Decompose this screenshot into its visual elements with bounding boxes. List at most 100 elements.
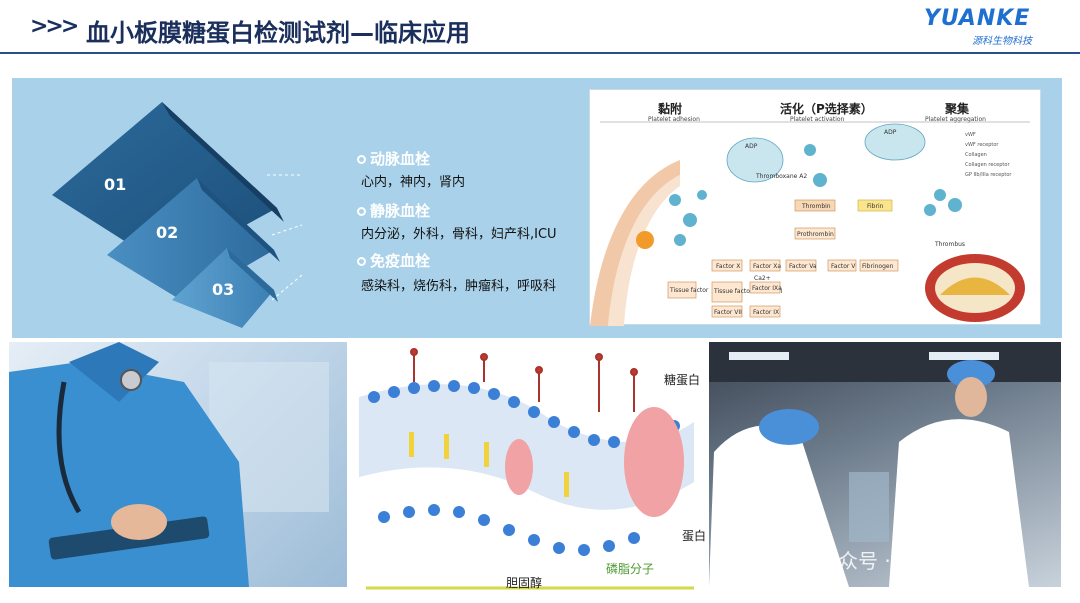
legend-collagen: Collagen — [965, 152, 987, 158]
factor-v-label: Factor V — [831, 263, 856, 270]
researcher-2-cap — [947, 360, 995, 388]
stage-activation-subtitle: Platelet activation — [790, 116, 845, 123]
tissue-factor-box — [667, 281, 697, 299]
factor-vii-box — [711, 305, 743, 318]
thrombin-label: Thrombin — [801, 203, 831, 210]
vessel-intima — [608, 175, 680, 326]
stethoscope — [56, 381, 82, 514]
header-divider — [0, 52, 1080, 54]
watermark-text: 公众号 · 源科生物 — [818, 549, 978, 573]
watermark: 公众号 · 源科生物 — [790, 545, 977, 574]
adp-label-2: ADP — [884, 129, 897, 136]
legend-gp-receptor: GP IIb/IIIa receptor — [965, 172, 1012, 178]
injury-site — [636, 231, 654, 249]
connector-2 — [271, 224, 303, 236]
application-heading-3: 免疫血栓 — [357, 250, 430, 271]
tf-factor-vii-box — [711, 281, 743, 303]
label-phospholipid: 磷脂分子 — [606, 562, 655, 576]
factor-xa-box — [749, 259, 781, 272]
membrane-protein — [624, 407, 684, 517]
stage-adhesion-subtitle: Platelet adhesion — [648, 116, 700, 123]
pyramid-label-02: 02 — [156, 223, 178, 242]
prothrombin-label: Prothrombin — [797, 231, 834, 238]
factor-ix-label: Factor IX — [753, 309, 779, 316]
membrane-protein-small — [505, 439, 533, 495]
diagram-graphics: Thrombin Fibrin Prothrombin Factor X Fac… — [590, 121, 1030, 326]
factor-ixa-label: Factor IXa — [752, 285, 782, 292]
researcher-1-cap — [759, 409, 819, 445]
thrombin-box — [794, 199, 836, 212]
calcium-label: Ca2+ — [754, 275, 771, 282]
factor-va-box — [785, 259, 817, 272]
lab-equipment — [849, 472, 889, 542]
stage-adhesion-title: 黏附 — [658, 102, 683, 116]
researcher-2-face — [955, 377, 987, 417]
connector-3 — [271, 274, 303, 301]
fibrinogen-box — [859, 259, 899, 272]
header: >>> 血小板膜糖蛋白检测试剂—临床应用 YUANKE 源科生物科技 — [0, 0, 1080, 60]
platelet-cluster — [669, 144, 962, 246]
stage-activation-title: 活化（P选择素） — [780, 102, 873, 116]
tf-factor-vii-label: Tissue factor Factor VII — [713, 288, 782, 295]
pyramid-layer-3-edge — [227, 248, 278, 302]
factor-va-label: Factor Va — [789, 263, 817, 270]
thrombus-plaque — [940, 277, 1010, 295]
chevron-icon: >>> — [30, 14, 79, 39]
pyramid-layer-1-edge — [162, 102, 284, 222]
factor-ix-box — [749, 305, 781, 318]
legend-vwf: vWF — [965, 132, 976, 138]
doctor-photo — [9, 342, 347, 587]
logo-text: YUANKE — [924, 6, 1031, 31]
adp-label: ADP — [745, 143, 758, 150]
application-heading-text: 免疫血栓 — [370, 252, 431, 270]
stage-aggregation-title: 聚集 — [945, 102, 970, 116]
factor-v-box — [827, 259, 857, 272]
pyramid-graphic: 01 02 03 — [52, 102, 303, 328]
lab-illustration — [709, 342, 1061, 587]
fibrin-label: Fibrin — [867, 203, 884, 210]
vessel-wall — [590, 160, 680, 326]
pyramid-label-01: 01 — [104, 175, 126, 194]
agonist-bubble-2 — [864, 123, 926, 161]
prothrombin-box — [794, 227, 836, 240]
label-protein: 蛋白质 — [682, 529, 706, 543]
factor-xa-label: Factor Xa — [753, 263, 781, 270]
wechat-icon — [790, 554, 812, 571]
bullet-icon — [357, 257, 366, 266]
label-cholesterol: 胆固醇 — [506, 576, 543, 590]
hand — [111, 504, 167, 540]
application-detail-3: 感染科，烧伤科，肿瘤科，呼吸科 — [361, 279, 557, 294]
application-heading-text: 静脉血栓 — [370, 202, 431, 220]
bullet-icon — [357, 155, 366, 164]
application-detail-1: 心内，神内，肾内 — [361, 175, 466, 190]
membrane-illustration — [359, 348, 694, 590]
researcher-1-coat — [709, 425, 849, 587]
fibrin-box — [857, 199, 893, 212]
label-glycoprotein: 糖蛋白 — [664, 373, 701, 387]
application-heading-1: 动脉血栓 — [357, 148, 430, 169]
pyramid-label-03: 03 — [212, 280, 234, 299]
thrombus-label: Thrombus — [934, 241, 965, 248]
bullet-icon — [357, 207, 366, 216]
laboratory-photo — [709, 342, 1061, 587]
pyramid-layer-2-edge — [197, 178, 280, 262]
factor-x-label: Factor X — [716, 263, 740, 270]
glycoprotein-chains — [410, 348, 638, 412]
diagram-legend: vWF vWF receptor Collagen Collagen recep… — [965, 132, 1012, 178]
factor-x-box — [711, 259, 743, 272]
legend-collagen-receptor: Collagen receptor — [965, 162, 1010, 168]
page-title: 血小板膜糖蛋白检测试剂—临床应用 — [86, 19, 470, 47]
tissue-factor-label: Tissue factor — [669, 287, 709, 294]
application-heading-text: 动脉血栓 — [370, 150, 431, 168]
researcher-2-coat — [889, 419, 1029, 587]
fibrinogen-label: Fibrinogen — [862, 263, 894, 270]
application-detail-2: 内分泌，外科，骨科，妇产科,ICU — [361, 227, 557, 242]
company-logo: YUANKE 源科生物科技 — [920, 6, 1060, 47]
factor-vii-label: Factor VII — [714, 309, 742, 316]
application-heading-2: 静脉血栓 — [357, 200, 430, 221]
legend-vwf-receptor: vWF receptor — [965, 142, 999, 148]
cell-membrane-diagram: 糖蛋白 蛋白质 胆固醇 磷脂分子 — [354, 342, 706, 594]
factor-ixa-box — [749, 281, 781, 294]
doctor-illustration — [9, 342, 329, 587]
